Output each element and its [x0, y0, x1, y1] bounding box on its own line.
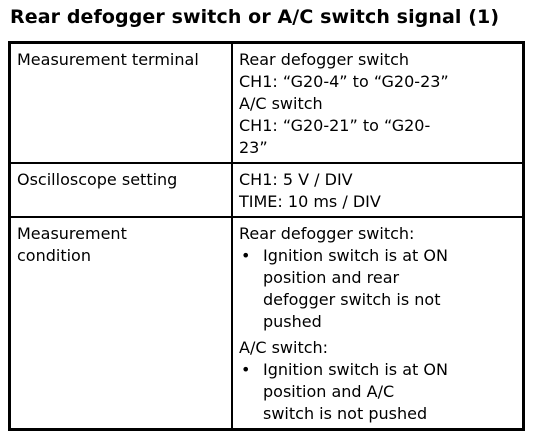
value-cell: Rear defogger switch CH1: “G20-4” to “G2…	[231, 41, 525, 164]
bullet-line: switch is not pushed	[263, 404, 428, 423]
row-label: condition	[17, 246, 91, 265]
label-cell: Oscilloscope setting	[8, 162, 233, 218]
bullet-item: • Ignition switch is at ON position and …	[239, 359, 516, 425]
value-cell: Rear defogger switch: • Ignition switch …	[231, 216, 525, 431]
label-cell: Measurement terminal	[8, 41, 233, 164]
bullet-line: defogger switch is not	[263, 290, 441, 309]
bullet-icon: •	[241, 360, 251, 379]
page-title: Rear defogger switch or A/C switch signa…	[10, 6, 500, 28]
table-row: Measurement condition Rear defogger swit…	[8, 216, 525, 431]
section-heading: A/C switch:	[239, 338, 329, 357]
row-label: Measurement	[17, 224, 127, 243]
bullet-line: Ignition switch is at ON	[263, 360, 448, 379]
row-label: Oscilloscope setting	[17, 170, 178, 189]
value-line: A/C switch	[239, 94, 323, 113]
bullet-line: position and rear	[263, 268, 400, 287]
bullet-line: Ignition switch is at ON	[263, 246, 448, 265]
spec-table: Measurement terminal Rear defogger switc…	[8, 41, 525, 431]
bullet-icon: •	[241, 246, 251, 265]
table-row: Oscilloscope setting CH1: 5 V / DIV TIME…	[8, 162, 525, 218]
bullet-item: • Ignition switch is at ON position and …	[239, 245, 516, 333]
value-line: TIME: 10 ms / DIV	[239, 192, 381, 211]
value-cell: CH1: 5 V / DIV TIME: 10 ms / DIV	[231, 162, 525, 218]
value-line: CH1: 5 V / DIV	[239, 170, 353, 189]
value-line: CH1: “G20-4” to “G20-23”	[239, 72, 449, 91]
bullet-line: position and A/C	[263, 382, 395, 401]
section-heading: Rear defogger switch:	[239, 224, 415, 243]
bullet-line: pushed	[263, 312, 322, 331]
value-line: 23”	[239, 138, 268, 157]
row-label: Measurement terminal	[17, 50, 199, 69]
value-line: CH1: “G20-21” to “G20-	[239, 116, 431, 135]
table-row: Measurement terminal Rear defogger switc…	[8, 41, 525, 164]
value-line: Rear defogger switch	[239, 50, 410, 69]
label-cell: Measurement condition	[8, 216, 233, 431]
